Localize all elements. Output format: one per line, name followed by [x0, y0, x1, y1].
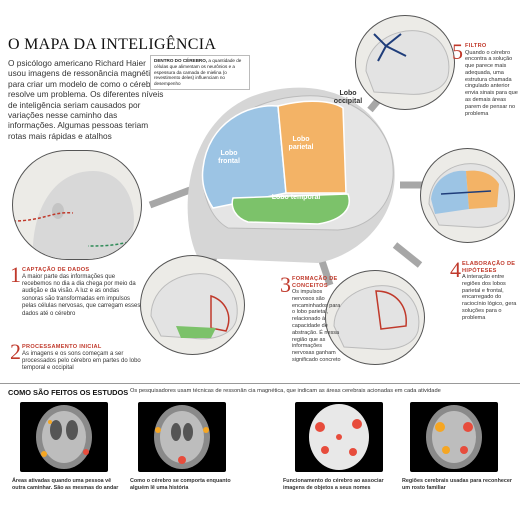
step3-number: 3 — [280, 272, 291, 297]
callout-heading: DENTRO DO CÉREBRO, — [154, 58, 208, 63]
scan-caption-3: Funcionamento do cérebro ao associar ima… — [283, 478, 384, 491]
step5-block: FILTRO Quando o cérebro encontra a soluç… — [465, 43, 518, 117]
mri-scan-2 — [138, 402, 226, 472]
step2-number: 2 — [10, 339, 21, 364]
mri-scan-4 — [410, 402, 498, 472]
step4-brain-circle — [420, 148, 515, 243]
mri-scan-1 — [20, 402, 108, 472]
step1-heading: CAPTAÇÃO DE DADOS — [22, 267, 90, 273]
scan-caption-1: Áreas ativadas quando uma pessoa vê outr… — [12, 478, 119, 491]
step3-text: Os impulsos nervosos são encaminhados pa… — [292, 289, 341, 363]
step3-heading: FORMAÇÃO DE CONCEITOS — [292, 276, 338, 289]
label-occipital-lobe: Lobo occipital — [333, 90, 363, 105]
step1-number: 1 — [10, 262, 21, 287]
step3-block: FORMAÇÃO DE CONCEITOS Os impulsos nervos… — [292, 276, 344, 364]
step2-block: PROCESSAMENTO INICIAL As imagens e os so… — [22, 344, 144, 373]
callout-text: a quantidade de células que alimentam os… — [154, 58, 242, 87]
scan-caption-4: Regiões cerebrais usadas para reconhecer… — [402, 478, 512, 491]
studies-heading: COMO SÃO FEITOS OS ESTUDOS — [8, 388, 129, 397]
intro-paragraph: O psicólogo americano Richard Haier usou… — [8, 58, 164, 141]
step4-text: A interação entre regiões dos lobos pari… — [462, 274, 517, 321]
step5-heading: FILTRO — [465, 43, 487, 49]
step3-brain-circle — [325, 270, 425, 365]
mri-scan-3 — [295, 402, 383, 472]
step2-heading: PROCESSAMENTO INICIAL — [22, 344, 102, 350]
page-title: O MAPA DA INTELIGÊNCIA — [8, 36, 217, 53]
step4-heading: ELABORAÇÃO DE HIPÓTESES — [462, 261, 516, 274]
step4-block: ELABORAÇÃO DE HIPÓTESES A interação entr… — [462, 261, 518, 322]
step2-text: As imagens e os sons começam a ser proce… — [22, 350, 141, 372]
step1-text: A maior parte das informações que recebe… — [22, 273, 141, 317]
head-circle — [12, 150, 142, 260]
step2-brain-circle — [140, 255, 245, 355]
step5-brain-circle — [355, 15, 455, 110]
studies-subheading: Os pesquisadores usam técnicas de resson… — [130, 388, 441, 394]
step5-number: 5 — [452, 39, 463, 64]
step1-block: CAPTAÇÃO DE DADOS A maior parte das info… — [22, 267, 142, 318]
step4-number: 4 — [450, 257, 461, 282]
label-temporal-lobe: Lobo temporal — [271, 194, 321, 201]
section-divider — [0, 383, 520, 384]
central-brain-illustration — [187, 87, 395, 263]
scan-caption-2: Como o cérebro se comporta enquanto algu… — [130, 478, 231, 491]
step5-text: Quando o cérebro encontra a solução que … — [465, 49, 518, 117]
label-parietal-lobe: Lobo parietal — [288, 136, 314, 151]
label-frontal-lobe: Lobo frontal — [218, 150, 240, 165]
brain-callout: DENTRO DO CÉREBRO, a quantidade de célul… — [150, 55, 250, 90]
